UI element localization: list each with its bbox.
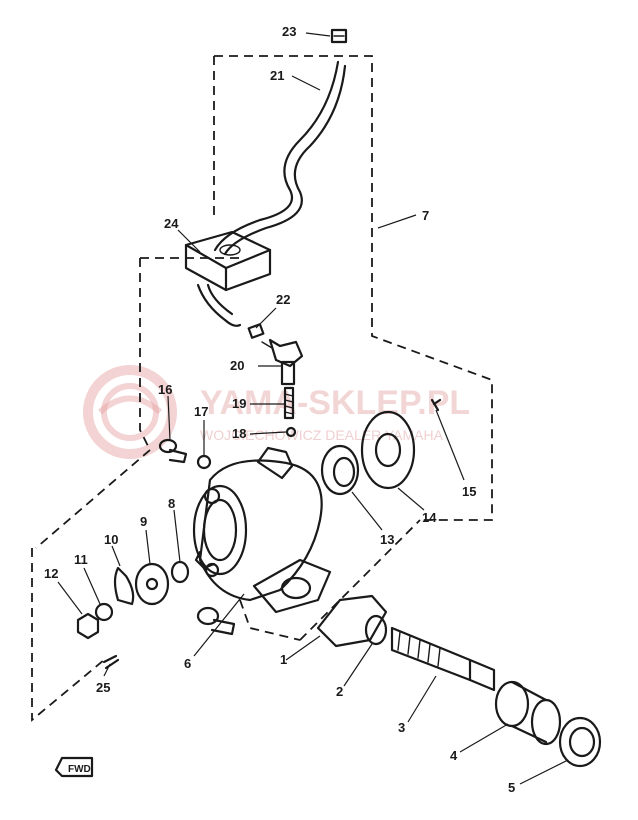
- hose-clip-22: [247, 323, 265, 339]
- washer-17: [196, 454, 212, 470]
- callout-23: 23: [282, 24, 296, 39]
- callout-12: 12: [44, 566, 58, 581]
- callout-20: 20: [230, 358, 244, 373]
- washer-18: [285, 426, 297, 438]
- washer-11: [94, 602, 114, 622]
- watermark-title: YAMA-SKLEP.PL: [200, 384, 470, 422]
- callout-14: 14: [422, 510, 437, 525]
- plate-9: [134, 562, 170, 606]
- callout-24: 24: [164, 216, 179, 231]
- nut-12: [76, 612, 100, 640]
- callout-22: 22: [276, 292, 290, 307]
- callout-8: 8: [168, 496, 175, 511]
- pin-15: [430, 398, 442, 412]
- bolt-19: [283, 386, 295, 420]
- washer-8: [170, 560, 190, 584]
- cotter-pin-25: [102, 654, 120, 670]
- gasket-14: [360, 410, 416, 490]
- callout-10: 10: [104, 532, 118, 547]
- oil-hose-21: [196, 60, 347, 327]
- watermark-logo: [83, 365, 177, 459]
- callout-7: 7: [422, 208, 429, 223]
- callout-5: 5: [508, 780, 515, 795]
- collar-4: [494, 680, 562, 746]
- lever-10: [113, 566, 135, 606]
- oil-pump-body: [192, 446, 332, 614]
- callout-11: 11: [74, 552, 88, 567]
- callout-9: 9: [140, 514, 147, 529]
- hose-holder-24: [184, 230, 272, 292]
- callout-21: 21: [270, 68, 284, 83]
- screw-6: [196, 606, 236, 636]
- callout-17: 17: [194, 404, 208, 419]
- fwd-label: FWD: [68, 764, 91, 775]
- watermark-subtitle: WOJCIECHOWICZ DEALER YAMAHA: [200, 427, 444, 443]
- drive-shaft-3: [390, 626, 496, 692]
- callout-16: 16: [158, 382, 172, 397]
- hose-clamp-23: [330, 28, 348, 44]
- leader-lines: [57, 32, 569, 785]
- o-ring-2: [364, 614, 388, 646]
- callout-19: 19: [232, 396, 246, 411]
- bearing-13: [320, 444, 360, 496]
- callout-4: 4: [450, 748, 458, 763]
- callout-15: 15: [462, 484, 476, 499]
- callout-2: 2: [336, 684, 343, 699]
- callout-3: 3: [398, 720, 405, 735]
- callout-18: 18: [232, 426, 246, 441]
- gasket-1: [316, 594, 388, 648]
- banjo-fitting-20: [261, 338, 304, 386]
- forward-direction-marker: FWD: [54, 756, 94, 778]
- callout-25: 25: [96, 680, 110, 695]
- bearing-5: [558, 716, 602, 768]
- screw-16: [158, 438, 188, 464]
- callout-13: 13: [380, 532, 394, 547]
- callout-6: 6: [184, 656, 191, 671]
- assembly-boundary-7: [31, 55, 493, 722]
- callout-1: 1: [280, 652, 287, 667]
